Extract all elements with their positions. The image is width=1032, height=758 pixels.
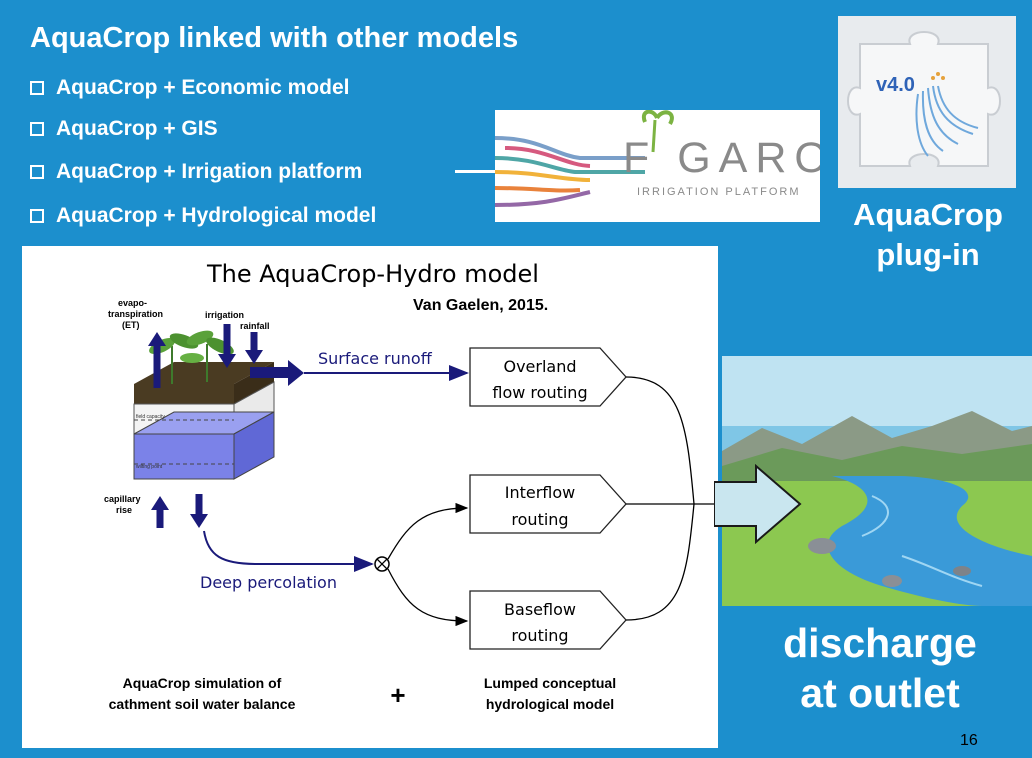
outlet-arrow-icon	[714, 464, 802, 544]
rainfall-label: rainfall	[240, 321, 270, 331]
overland-routing-box	[469, 347, 627, 407]
bullet-hydrological: AquaCrop + Hydrological model	[30, 204, 376, 228]
figaro-subtitle: IRRIGATION PLATFORM	[637, 186, 801, 198]
diagram-graphic: The AquaCrop-Hydro model Van Gaelen, 201…	[104, 260, 718, 712]
checkbox-icon	[30, 81, 44, 95]
plugin-line2: plug-in	[876, 237, 980, 272]
bottom-right-line-2: hydrological model	[486, 696, 614, 712]
page-number: 16	[960, 732, 978, 749]
bullet-economic: AquaCrop + Economic model	[30, 76, 349, 100]
discharge-line2: at outlet	[800, 670, 960, 716]
bullet-text: AquaCrop + GIS	[56, 117, 218, 140]
irrigation-label: irrigation	[205, 310, 244, 320]
overland-line-1: Overland	[503, 357, 576, 376]
checkbox-icon	[30, 122, 44, 136]
et-label-2: transpiration	[108, 309, 163, 319]
surface-runoff-label: Surface runoff	[318, 349, 433, 368]
bullet-text: AquaCrop + Hydrological model	[56, 204, 377, 227]
plugin-version: v4.0	[876, 74, 915, 96]
wilting-point-label: wilting point	[136, 464, 163, 470]
discharge-caption: discharge at outlet	[735, 618, 1025, 718]
overland-line-2: flow routing	[492, 383, 587, 402]
field-capacity-label: field capacity	[136, 414, 165, 420]
plugin-line1: AquaCrop	[853, 197, 1003, 232]
bullet-gis: AquaCrop + GIS	[30, 117, 218, 141]
figaro-logo-graphic: F GARO IRRIGATION PLATFORM	[494, 109, 828, 207]
slide-title: AquaCrop linked with other models	[30, 22, 519, 54]
puzzle-piece-icon: v4.0	[838, 16, 1016, 188]
baseflow-line-2: routing	[511, 626, 568, 645]
bottom-right-line-1: Lumped conceptual	[484, 675, 616, 691]
bullet-text: AquaCrop + Economic model	[56, 76, 350, 99]
baseflow-line-1: Baseflow	[504, 600, 576, 619]
diagram-title: The AquaCrop-Hydro model	[206, 260, 539, 288]
capillary-label-1: capillary	[104, 494, 141, 504]
bottom-left-line-2: cathment soil water balance	[109, 696, 296, 712]
checkbox-icon	[30, 209, 44, 223]
figaro-name: F GARO	[623, 134, 820, 182]
bullet-irrigation: AquaCrop + Irrigation platform	[30, 160, 362, 184]
aquacrop-hydro-diagram: The AquaCrop-Hydro model Van Gaelen, 201…	[22, 246, 718, 748]
river-landscape-image	[714, 356, 1032, 606]
figaro-logo: F GARO IRRIGATION PLATFORM	[494, 109, 828, 222]
plus-sign: +	[390, 680, 405, 710]
capillary-label-2: rise	[116, 505, 132, 515]
bottom-left-line-1: AquaCrop simulation of	[123, 675, 282, 691]
deep-percolation-label: Deep percolation	[200, 573, 337, 592]
soil-block: field capacity wilting point	[133, 362, 275, 480]
interflow-line-1: Interflow	[505, 483, 576, 502]
checkbox-icon	[30, 165, 44, 179]
et-label-3: (ET)	[122, 320, 140, 330]
puzzle-graphic: v4.0	[838, 16, 1016, 188]
diagram-citation: Van Gaelen, 2015.	[413, 297, 548, 314]
baseflow-routing-box	[469, 590, 627, 650]
et-label-1: evapo-	[118, 298, 147, 308]
discharge-line1: discharge	[783, 620, 977, 666]
bullet-text: AquaCrop + Irrigation platform	[56, 160, 363, 183]
connector-line	[455, 170, 497, 173]
interflow-line-2: routing	[511, 510, 568, 529]
plugin-caption: AquaCrop plug-in	[838, 195, 1018, 275]
interflow-routing-box	[469, 474, 627, 534]
